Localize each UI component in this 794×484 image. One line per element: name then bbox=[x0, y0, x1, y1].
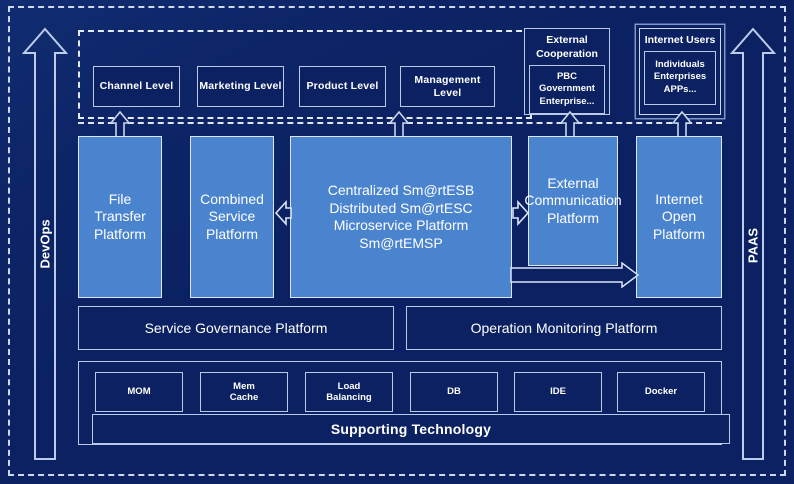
level-label: Channel Level bbox=[99, 80, 174, 93]
paas-label: PAAS bbox=[745, 227, 761, 264]
supporting-technology-bar[interactable]: Supporting Technology bbox=[92, 414, 730, 444]
tech-line: IDE bbox=[550, 386, 566, 398]
governance-label: Service Governance Platform bbox=[144, 319, 328, 336]
platform-line: Communication bbox=[524, 192, 622, 209]
external-cooperation-inner-label: PBC Government Enterprise... bbox=[539, 71, 595, 107]
arrow-up-external-cooperation-icon bbox=[559, 110, 581, 138]
outer-dashed-frame bbox=[8, 6, 786, 476]
tech-box-docker[interactable]: Docker bbox=[617, 372, 705, 412]
internet-users-inner-label: Individuals Enterprises APPs... bbox=[653, 59, 707, 95]
platform-line: Platform bbox=[93, 225, 147, 242]
devops-arrow: DevOps bbox=[22, 26, 68, 462]
internet-users-group[interactable]: Internet Users Individuals Enterprises A… bbox=[639, 28, 721, 115]
tech-box-mom[interactable]: MOM bbox=[95, 372, 183, 412]
arrow-up-channel-icon bbox=[109, 110, 131, 138]
external-cooperation-inner-box[interactable]: PBC Government Enterprise... bbox=[529, 65, 605, 114]
tech-line: Load bbox=[337, 380, 361, 392]
level-box-marketing[interactable]: Marketing Level bbox=[197, 66, 284, 107]
governance-label: Operation Monitoring Platform bbox=[470, 319, 658, 336]
platform-line: File bbox=[108, 190, 132, 207]
level-box-product[interactable]: Product Level bbox=[299, 66, 386, 107]
internet-users-inner-box[interactable]: Individuals Enterprises APPs... bbox=[644, 50, 716, 105]
tech-line: DB bbox=[447, 386, 461, 398]
platform-line: Open bbox=[661, 208, 697, 225]
level-box-channel[interactable]: Channel Level bbox=[93, 66, 180, 107]
tech-box-ide[interactable]: IDE bbox=[514, 372, 602, 412]
platform-core-esb-esc-emsp[interactable]: Centralized Sm@rtESB Distributed Sm@rtES… bbox=[290, 136, 512, 298]
level-label: Product Level bbox=[306, 80, 379, 93]
arrow-up-product-icon bbox=[388, 110, 410, 138]
tech-box-db[interactable]: DB bbox=[410, 372, 498, 412]
level-label: Marketing Level bbox=[199, 80, 282, 93]
platform-file-transfer[interactable]: File Transfer Platform bbox=[78, 136, 162, 298]
platform-combined-service[interactable]: Combined Service Platform bbox=[190, 136, 274, 298]
platform-line: Platform bbox=[652, 225, 706, 242]
tech-line: Mem bbox=[233, 380, 255, 392]
platform-line: External bbox=[547, 174, 599, 191]
platform-line: Combined bbox=[200, 190, 264, 207]
arrow-right-core-to-internet-open-icon bbox=[510, 262, 640, 288]
arrow-left-core-to-combined-icon bbox=[274, 200, 292, 226]
tech-line: MOM bbox=[127, 386, 151, 398]
level-box-management[interactable]: Management Level bbox=[400, 66, 495, 107]
tech-box-mem-cache[interactable]: Mem Cache bbox=[200, 372, 288, 412]
platform-external-communication[interactable]: External Communication Platform bbox=[524, 136, 622, 266]
paas-arrow: PAAS bbox=[730, 26, 776, 462]
service-governance-platform[interactable]: Service Governance Platform bbox=[78, 306, 394, 350]
external-cooperation-title: External Cooperation bbox=[536, 34, 598, 60]
platform-line: Service bbox=[208, 208, 256, 225]
operation-monitoring-platform[interactable]: Operation Monitoring Platform bbox=[406, 306, 722, 350]
external-cooperation-group[interactable]: External Cooperation PBC Government Ente… bbox=[524, 28, 610, 115]
tech-box-load-balancing[interactable]: Load Balancing bbox=[305, 372, 393, 412]
platform-line: Internet bbox=[655, 190, 703, 207]
arrow-right-core-to-external-comm-icon bbox=[512, 200, 530, 226]
supporting-technology-label: Supporting Technology bbox=[330, 420, 492, 437]
tech-line: Cache bbox=[229, 392, 259, 403]
arrow-up-internet-users-icon bbox=[671, 110, 693, 138]
platform-line: Transfer bbox=[94, 208, 146, 225]
internet-users-title: Internet Users bbox=[644, 34, 716, 46]
tech-line: Docker bbox=[644, 386, 678, 398]
platform-line: Microservice Platform Sm@rtEMSP bbox=[333, 217, 469, 251]
platform-line: Centralized Sm@rtESB bbox=[327, 182, 475, 198]
platform-line: Platform bbox=[546, 209, 600, 226]
platform-internet-open[interactable]: Internet Open Platform bbox=[636, 136, 722, 298]
devops-label: DevOps bbox=[37, 219, 53, 269]
tech-line: Balancing bbox=[326, 392, 372, 403]
platform-line: Platform bbox=[205, 225, 259, 242]
level-label: Management Level bbox=[414, 74, 481, 99]
platform-line: Distributed Sm@rtESC bbox=[329, 199, 473, 216]
